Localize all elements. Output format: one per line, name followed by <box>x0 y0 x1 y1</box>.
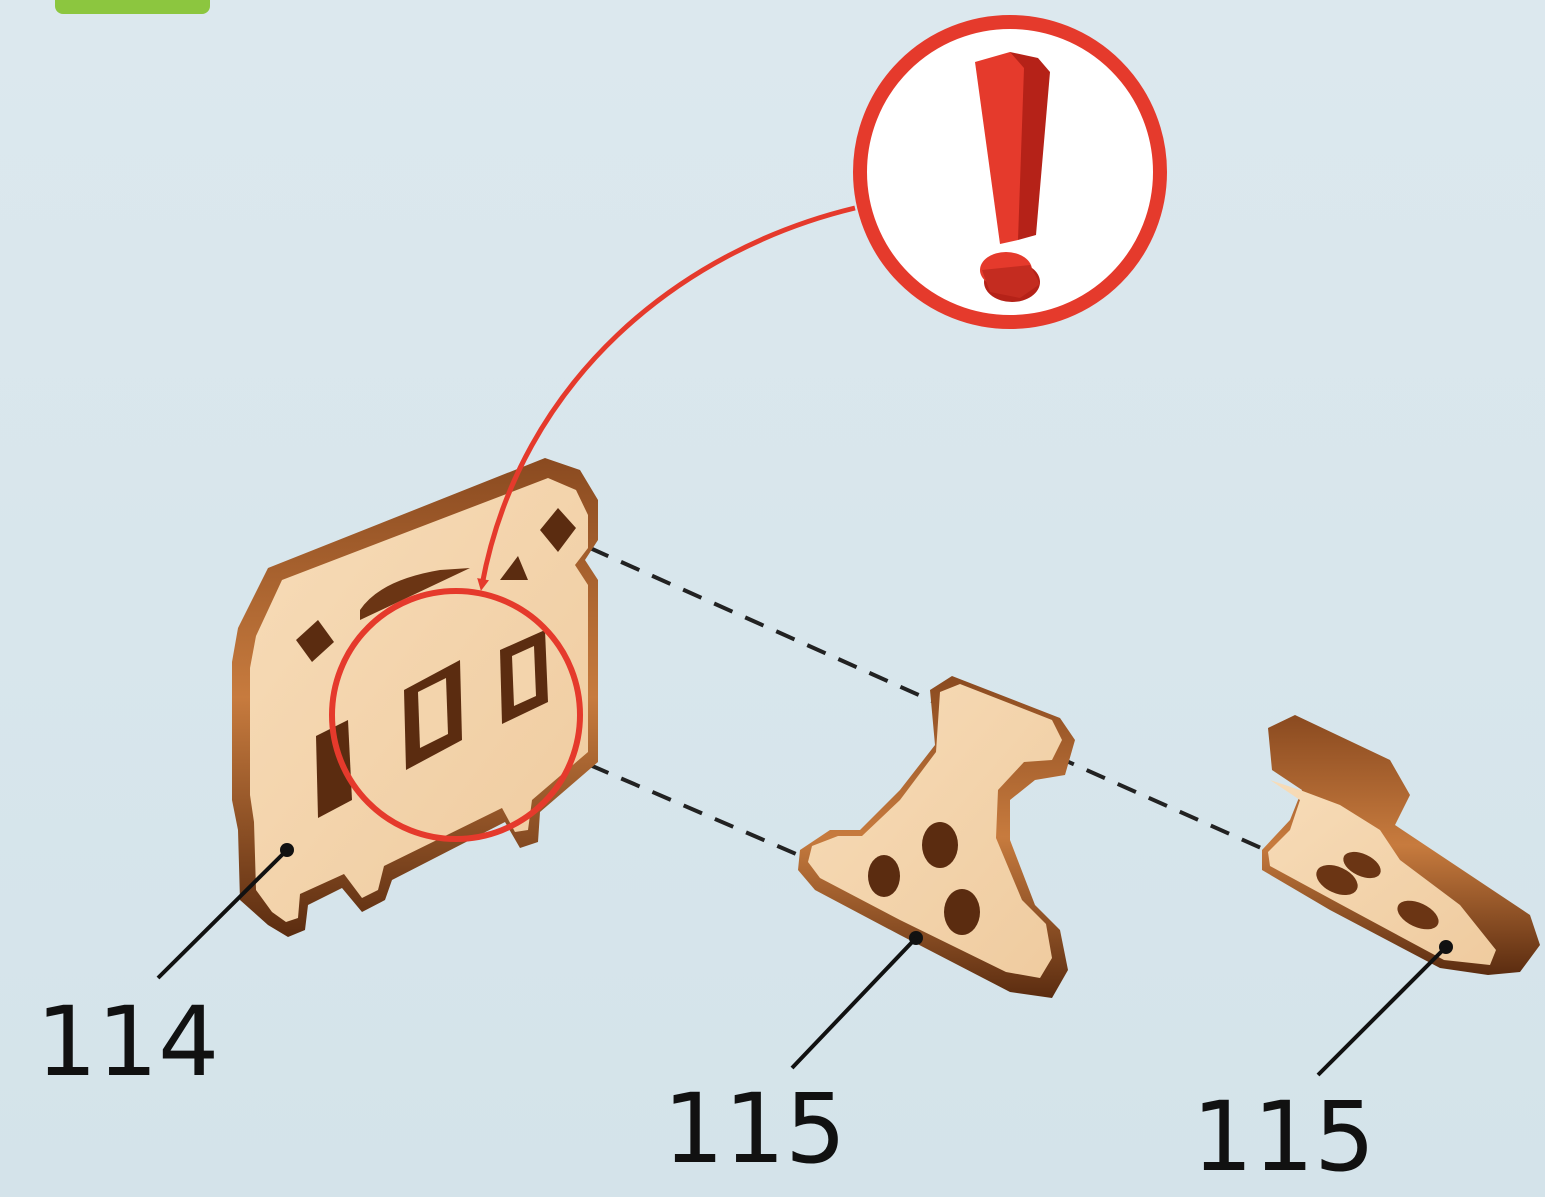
green-tab <box>55 0 210 14</box>
part-115-b-leader-line <box>1318 947 1446 1075</box>
guide-line-lower <box>590 765 810 860</box>
part-115-b-piece <box>1262 715 1540 1075</box>
part-115-a-piece <box>792 676 1075 1068</box>
part-115-a-hole-1 <box>868 855 900 897</box>
part-115-a-label: 115 <box>663 1073 846 1185</box>
part-115-b-label: 115 <box>1192 1081 1375 1193</box>
part-115-a-hole-2 <box>922 822 958 868</box>
part-114-panel <box>158 458 598 978</box>
part-115-a-hole-3 <box>944 889 980 935</box>
part-115-a-leader-line <box>792 938 916 1068</box>
part-114-window-3-inner <box>512 646 536 706</box>
part-114-label: 114 <box>36 986 219 1098</box>
warning-badge <box>860 22 1160 322</box>
